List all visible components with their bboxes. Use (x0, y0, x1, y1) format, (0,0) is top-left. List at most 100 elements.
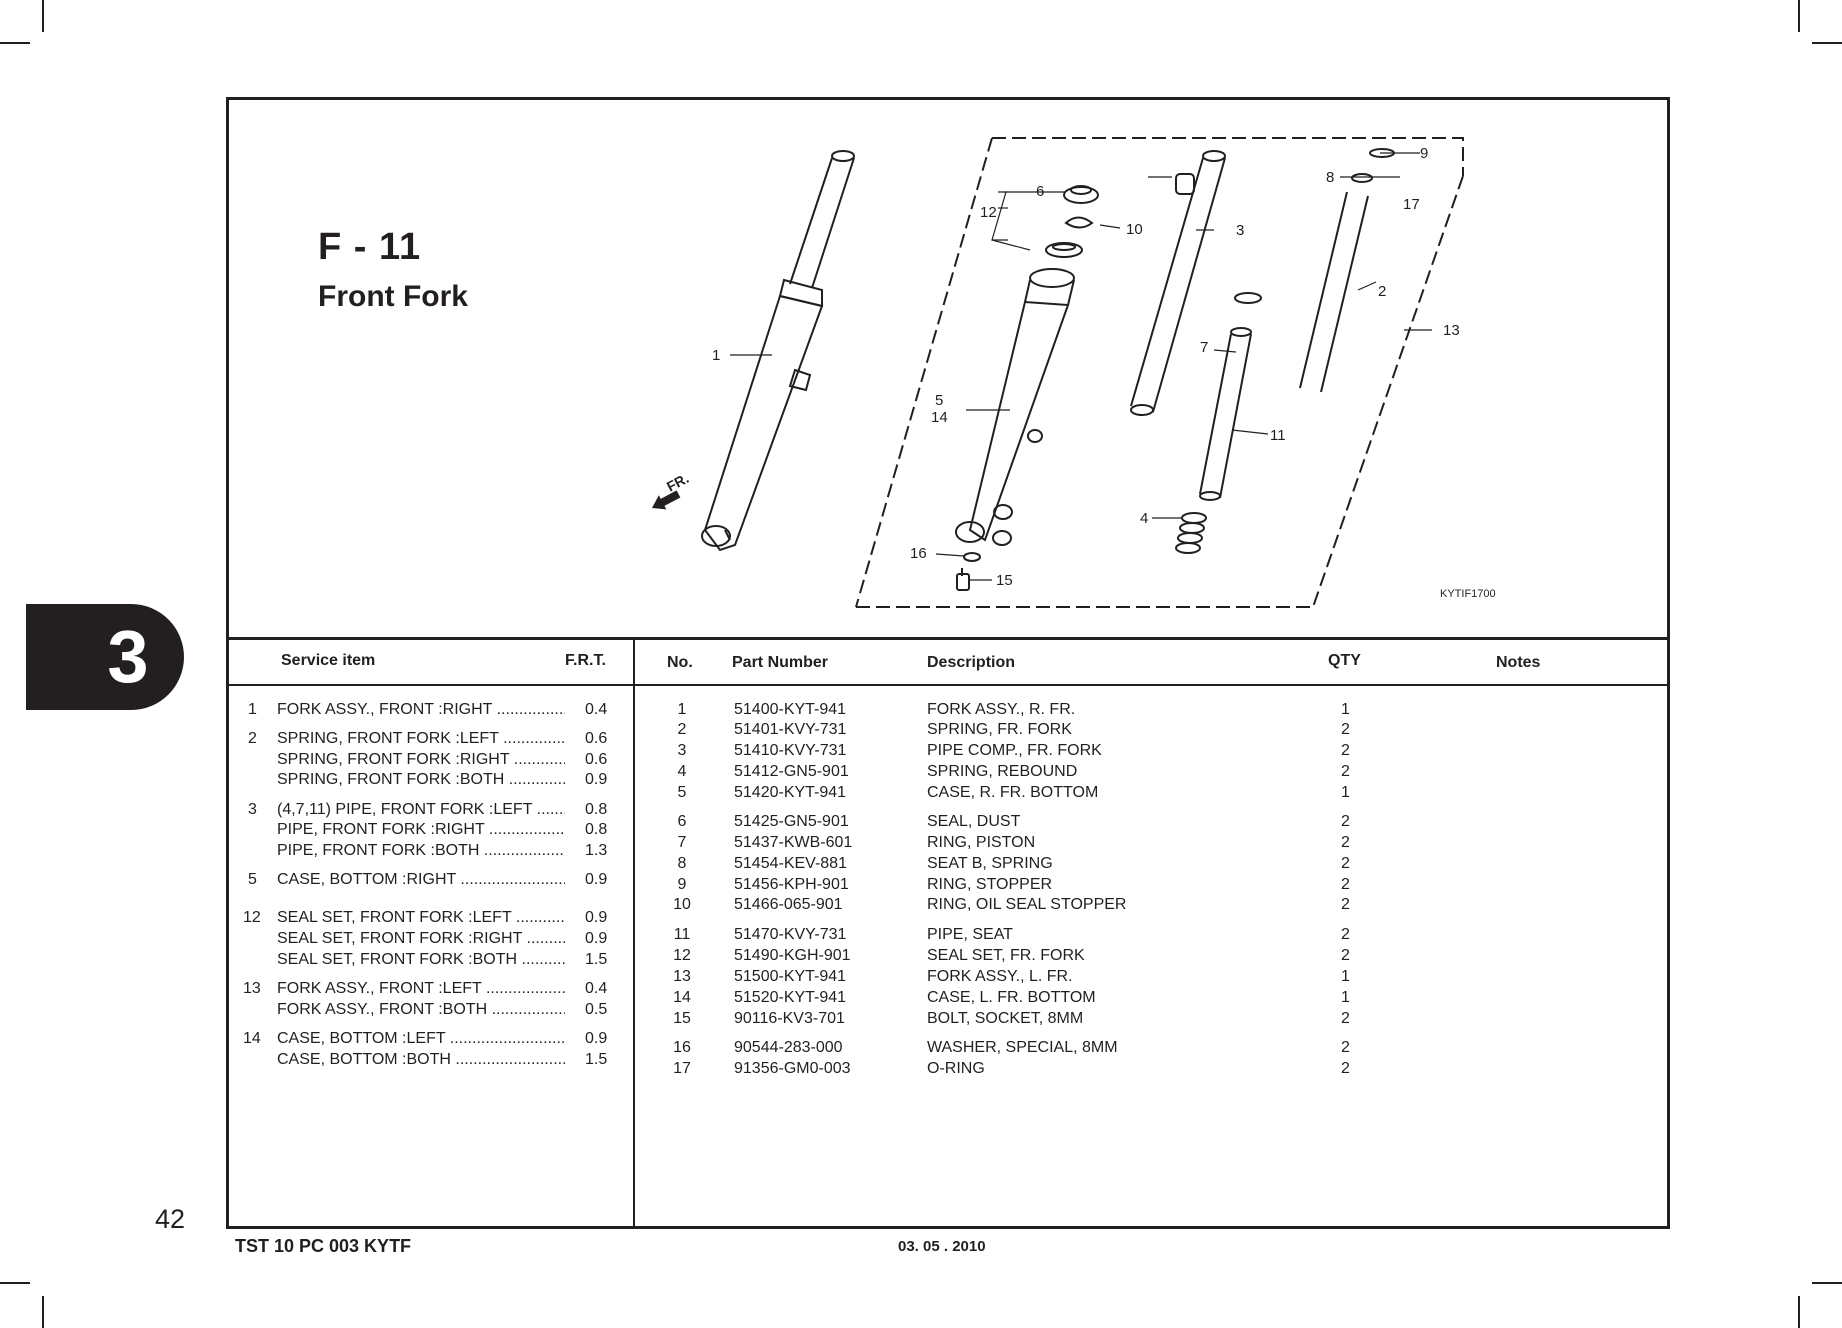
no-header: No. (667, 654, 693, 671)
part-row-number: 51490-KGH-901 (734, 947, 851, 964)
service-row-label: SEAL SET, FRONT FORK :LEFT (277, 908, 565, 928)
part-row-description: SEAL, DUST (927, 813, 1021, 830)
part-row-no: 10 (673, 896, 691, 913)
part-row-qty: 1 (1341, 784, 1350, 801)
crop-mark (42, 1296, 44, 1328)
part-row-description: SEAL SET, FR. FORK (927, 947, 1085, 964)
service-row-label: CASE, BOTTOM :BOTH (277, 1050, 565, 1070)
part-row-number: 51412-GN5-901 (734, 763, 849, 780)
part-row-no: 13 (673, 968, 691, 985)
service-row-frt: 0.9 (585, 1030, 608, 1047)
part-row-qty: 2 (1341, 926, 1350, 943)
part-row-description: SPRING, FR. FORK (927, 721, 1072, 738)
service-row-frt: 0.6 (585, 751, 608, 768)
part-row-number: 51456-KPH-901 (734, 876, 849, 893)
service-row-label: SPRING, FRONT FORK :RIGHT (277, 750, 565, 770)
part-row-number: 90544-283-000 (734, 1039, 843, 1056)
service-row-no: 5 (248, 871, 257, 888)
service-row-label: (4,7,11) PIPE, FRONT FORK :LEFT (277, 800, 565, 820)
callout-14: 14 (931, 409, 948, 426)
callout-10: 10 (1126, 221, 1143, 238)
part-row-qty: 2 (1341, 855, 1350, 872)
service-row-label: FORK ASSY., FRONT :BOTH (277, 1000, 565, 1020)
callout-17: 17 (1403, 196, 1420, 213)
service-item-header: Service item (281, 652, 376, 669)
part-row-no: 7 (677, 834, 687, 851)
part-row-qty: 2 (1341, 1010, 1350, 1027)
part-row-no: 5 (677, 784, 687, 801)
spring-shape (1299, 191, 1369, 393)
part-row-qty: 2 (1341, 1039, 1350, 1056)
service-row-label: SEAL SET, FRONT FORK :RIGHT (277, 929, 565, 949)
page-number: 42 (155, 1204, 186, 1234)
part-row-description: RING, PISTON (927, 834, 1036, 851)
part-row-no: 3 (677, 742, 687, 759)
part-row-description: FORK ASSY., L. FR. (927, 968, 1073, 985)
part-row-no: 14 (673, 989, 691, 1006)
table-header-divider (228, 684, 1668, 686)
part-row-number: 91356-GM0-003 (734, 1060, 851, 1077)
part-row-no: 2 (677, 721, 687, 738)
section-title: Front Fork (318, 280, 468, 313)
part-row-qty: 1 (1341, 968, 1350, 985)
part-row-no: 9 (677, 876, 687, 893)
part-row-qty: 2 (1341, 813, 1350, 830)
callout-15: 15 (996, 572, 1013, 589)
part-row-no: 6 (677, 813, 687, 830)
part-row-qty: 1 (1341, 701, 1350, 718)
callout-6: 6 (1036, 183, 1044, 200)
part-row-no: 8 (677, 855, 687, 872)
notes-header: Notes (1496, 654, 1541, 671)
part-row-number: 51425-GN5-901 (734, 813, 849, 830)
callout-8: 8 (1326, 169, 1334, 186)
section-tab: 3 (26, 604, 184, 710)
crop-mark (1798, 1296, 1800, 1328)
qty-header: QTY (1328, 652, 1361, 669)
part-row-number: 51520-KYT-941 (734, 989, 847, 1006)
table-column-divider (633, 638, 635, 1228)
part-row-number: 51500-KYT-941 (734, 968, 847, 985)
part-row-description: RING, STOPPER (927, 876, 1053, 893)
part-row-description: PIPE, SEAT (927, 926, 1013, 943)
part-row-number: 51437-KWB-601 (734, 834, 853, 851)
service-row-frt: 0.9 (585, 930, 608, 947)
callout-5: 5 (935, 392, 943, 409)
part-row-number: 90116-KV3-701 (734, 1010, 845, 1027)
service-row-frt: 1.3 (585, 842, 608, 859)
service-row-no: 2 (248, 730, 257, 747)
part-row-qty: 2 (1341, 896, 1350, 913)
service-row-label: SPRING, FRONT FORK :BOTH (277, 770, 565, 790)
service-row-frt: 0.5 (585, 1001, 608, 1018)
part-row-no: 15 (673, 1010, 691, 1027)
part-row-qty: 2 (1341, 763, 1350, 780)
part-row-description: FORK ASSY., R. FR. (927, 701, 1076, 718)
service-row-no: 13 (243, 980, 261, 997)
image-code: KYTIF1700 (1440, 588, 1496, 600)
part-row-qty: 2 (1341, 876, 1350, 893)
diagram-divider (228, 637, 1668, 640)
document-date: 03. 05 . 2010 (898, 1238, 986, 1255)
part-row-description: SPRING, REBOUND (927, 763, 1078, 780)
document-code: TST 10 PC 003 KYTF (235, 1236, 412, 1256)
part-row-description: BOLT, SOCKET, 8MM (927, 1010, 1084, 1027)
callout-2: 2 (1378, 283, 1386, 300)
service-row-label: FORK ASSY., FRONT :RIGHT (277, 700, 565, 720)
description-header: Description (927, 654, 1016, 671)
part-row-number: 51454-KEV-881 (734, 855, 847, 872)
part-row-qty: 2 (1341, 834, 1350, 851)
service-row-no: 14 (243, 1030, 261, 1047)
callout-3: 3 (1236, 222, 1244, 239)
service-row-no: 3 (248, 801, 257, 818)
service-row-frt: 1.5 (585, 1051, 608, 1068)
direction-arrow (652, 490, 681, 510)
service-row-frt: 0.9 (585, 909, 608, 926)
service-row-label: SEAL SET, FRONT FORK :BOTH (277, 950, 565, 970)
bottom-case-shape (955, 268, 1075, 546)
service-row-frt: 0.9 (585, 771, 608, 788)
crop-mark (1798, 0, 1800, 32)
service-row-no: 1 (248, 701, 257, 718)
service-row-frt: 0.4 (585, 980, 608, 997)
callout-12: 12 (980, 204, 997, 221)
service-row-label: FORK ASSY., FRONT :LEFT (277, 979, 565, 999)
service-row-frt: 1.5 (585, 951, 608, 968)
